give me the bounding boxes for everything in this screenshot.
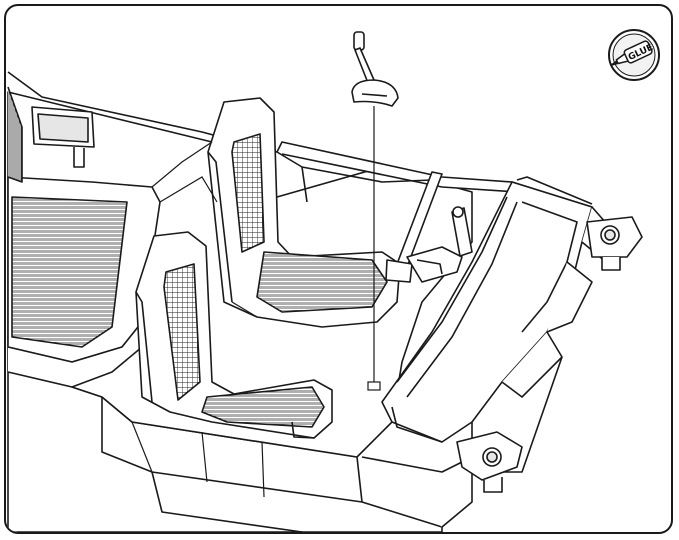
headrest-block [31,106,95,168]
hull-bottom-step [101,397,363,503]
throttle-lever-part [351,31,399,107]
control-lever-assembly [385,171,473,283]
boat-interior-assembly-drawing: GLUE [7,29,660,532]
mount-boss-right [586,216,643,271]
rear-bench-seat [7,86,161,388]
gunwale-rail [7,71,593,218]
seat-front-right [207,97,401,328]
seat-front-left [135,231,333,439]
mount-boss-bottom [456,431,523,493]
assembly-diagram-frame: GLUE [4,4,673,534]
glue-icon: GLUE [608,29,660,81]
mounting-slot [367,381,381,391]
